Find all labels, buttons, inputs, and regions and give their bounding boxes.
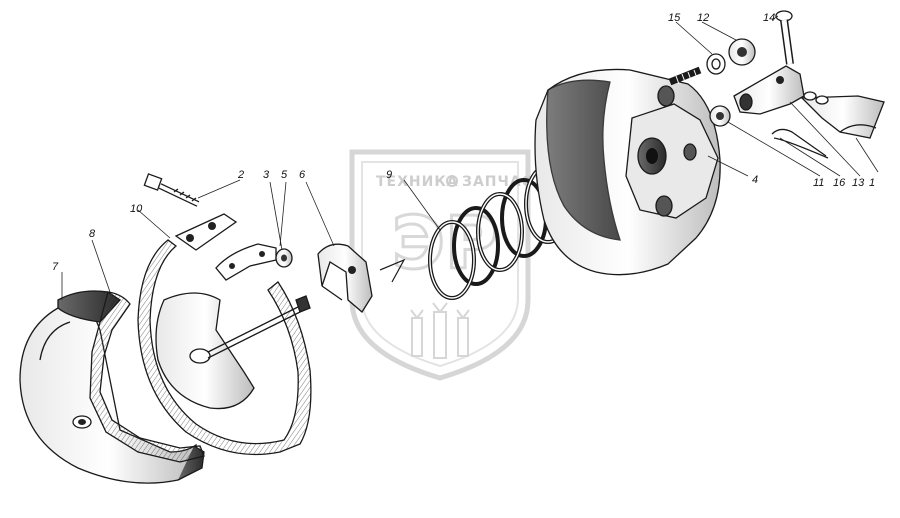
- callout-10: 10: [130, 203, 143, 215]
- part-16-cotter-pin: [771, 128, 829, 159]
- part-3-nut: [275, 248, 293, 268]
- leader-lines: [61, 15, 879, 300]
- callout-14: 14: [763, 12, 775, 24]
- callout-5: 5: [281, 169, 288, 181]
- part-4-drum: [534, 66, 721, 276]
- gear-icon: [446, 175, 458, 187]
- callout-15: 15: [668, 12, 681, 24]
- watermark-word-left: ТЕХНИКА: [376, 174, 459, 190]
- watermark: ТЕХНИКА ЗАПЧАСТИ ЭР: [349, 149, 555, 381]
- callout-1: 1: [869, 177, 875, 189]
- part-2-bolt: [143, 173, 200, 207]
- callout-3: 3: [263, 169, 270, 181]
- part-13-clevis: [733, 65, 805, 115]
- callout-11: 11: [813, 177, 824, 189]
- callout-7: 7: [52, 261, 59, 273]
- callout-8: 8: [89, 228, 96, 240]
- part-8-lining: [89, 291, 205, 463]
- part-5-clip: [215, 243, 277, 281]
- callout-9: 9: [386, 169, 392, 181]
- part-15-washer: [706, 53, 726, 75]
- part-6-bracket: [317, 243, 373, 313]
- part-10-brake-band: [137, 213, 312, 456]
- part-14-pin: [775, 10, 794, 65]
- callout-4: 4: [752, 174, 758, 186]
- callout-16: 16: [833, 177, 846, 189]
- callout-labels: 1 2 3 4 5 6 7 8 9 10 11 12 13 14 15 16: [52, 12, 875, 273]
- callout-13: 13: [852, 177, 865, 189]
- watermark-wheat-icon: [410, 302, 470, 359]
- part-1-lever-arm: [800, 91, 885, 139]
- callout-6: 6: [299, 169, 306, 181]
- callout-12: 12: [697, 12, 709, 24]
- callout-2: 2: [237, 169, 244, 181]
- part-12-nut: [728, 38, 756, 66]
- part-11-nut: [709, 105, 731, 127]
